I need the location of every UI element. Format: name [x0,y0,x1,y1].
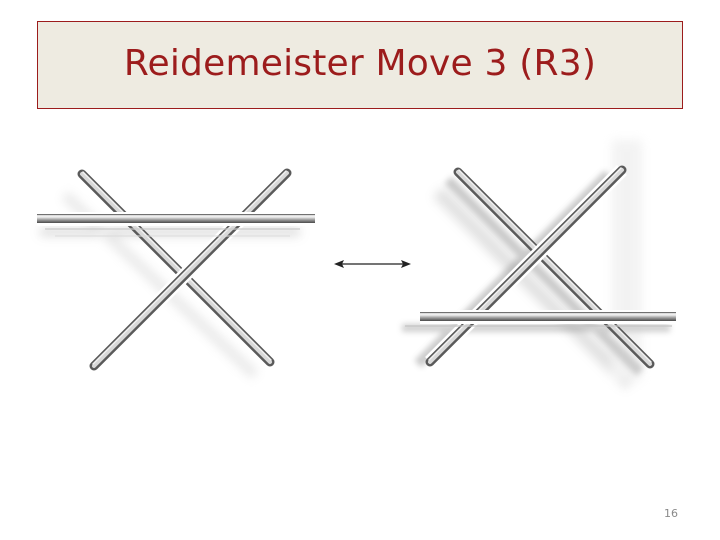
left-strand-ascending [89,168,292,371]
slide-title: Reidemeister Move 3 (R3) [123,42,597,84]
left-strand-descending [77,169,275,367]
double-headed-arrow-icon [334,260,411,268]
right-knot-diagram [402,140,676,389]
right-strand-ascending [425,165,627,367]
left-knot-diagram [37,168,315,379]
page-number: 16 [664,507,678,520]
title-box: Reidemeister Move 3 (R3) [37,21,683,109]
right-strand-horizontal [405,310,676,327]
right-strand-descending [453,167,655,369]
left-strand-horizontal [37,212,315,237]
